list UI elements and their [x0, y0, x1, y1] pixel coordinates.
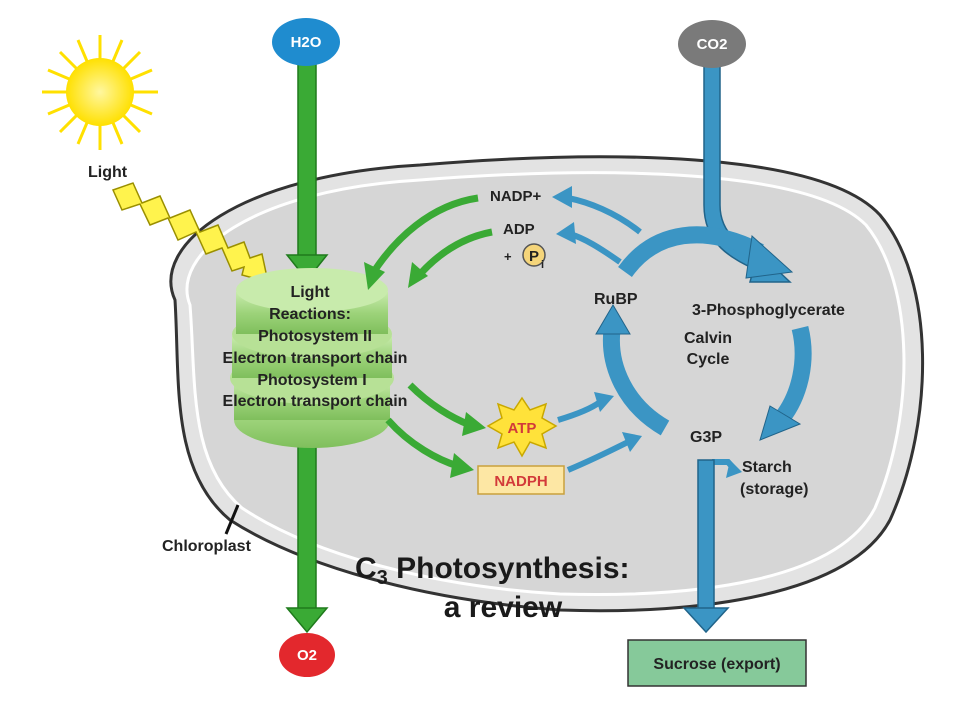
pi-subscript: i — [541, 259, 544, 271]
atp-label: ATP — [508, 420, 537, 437]
calvin-cycle-arc-left — [595, 304, 670, 436]
adp-label: ADP — [503, 221, 535, 238]
chloroplast-label: Chloroplast — [162, 538, 252, 555]
g3p-label: G3P — [690, 429, 722, 446]
nadph-box — [477, 465, 565, 495]
plus-label: + — [504, 249, 512, 264]
co2-label: CO2 — [697, 36, 728, 53]
blue-arrow-nadph-to-cycle — [566, 432, 642, 473]
starch-line-1: Starch — [742, 459, 792, 476]
lr-line-3: Photosystem II — [258, 328, 372, 345]
lr-line-1: Light — [290, 284, 330, 301]
atp-star-shape — [486, 396, 558, 458]
phosphate-circle — [522, 243, 546, 267]
co2-bubble — [678, 20, 746, 68]
diagram-title: C3 Photosynthesis: a review — [355, 552, 630, 624]
light-label: Light — [88, 164, 128, 181]
sucrose-label: Sucrose (export) — [653, 656, 780, 673]
green-arrow-to-atp — [407, 382, 486, 436]
water-input-arrow — [285, 54, 329, 282]
sucrose-box — [627, 639, 807, 687]
green-arrow-adp-return — [408, 228, 493, 288]
lr-line-4: Electron transport chain — [223, 350, 408, 367]
o2-bubble — [279, 633, 335, 677]
nadph-label: NADPH — [494, 473, 547, 490]
calvin-cycle-arc-right — [759, 325, 812, 441]
blue-arrow-atp-to-cycle — [557, 392, 614, 423]
calvin-line-1: Calvin — [684, 330, 732, 347]
green-arrow-to-nadph — [385, 417, 474, 478]
h2o-bubble — [272, 18, 340, 66]
g3p-to-sucrose-arrow — [682, 459, 730, 634]
lr-line-6: Electron transport chain — [223, 393, 408, 410]
nadp-label: NADP+ — [490, 188, 542, 205]
calvin-cycle-arc-top — [618, 226, 794, 279]
pi-letter: P — [529, 248, 539, 265]
light-reactions-text: Light Reactions: Photosystem II Electron… — [223, 284, 408, 410]
green-arrow-nadp-return — [364, 194, 479, 290]
o2-label: O2 — [297, 647, 317, 664]
starch-line-2: (storage) — [740, 481, 808, 498]
pga-label: 3-Phosphoglycerate — [692, 302, 845, 319]
h2o-label: H2O — [291, 34, 322, 51]
blue-arrow-cycle-to-nadp — [552, 186, 642, 235]
chloroplast-pointer — [224, 504, 240, 535]
lr-line-5: Photosystem I — [257, 372, 366, 389]
thylakoid-stack — [230, 268, 394, 448]
sun-icon — [42, 35, 158, 150]
lr-line-2: Reactions: — [269, 306, 351, 323]
title-line-1: C3 Photosynthesis: — [355, 552, 630, 589]
g3p-to-starch-arrow — [712, 459, 742, 478]
rubp-label: RuBP — [594, 291, 638, 308]
calvin-line-2: Cycle — [687, 351, 730, 368]
title-line-2: a review — [444, 591, 563, 624]
blue-arrow-cycle-to-adp — [556, 222, 622, 265]
